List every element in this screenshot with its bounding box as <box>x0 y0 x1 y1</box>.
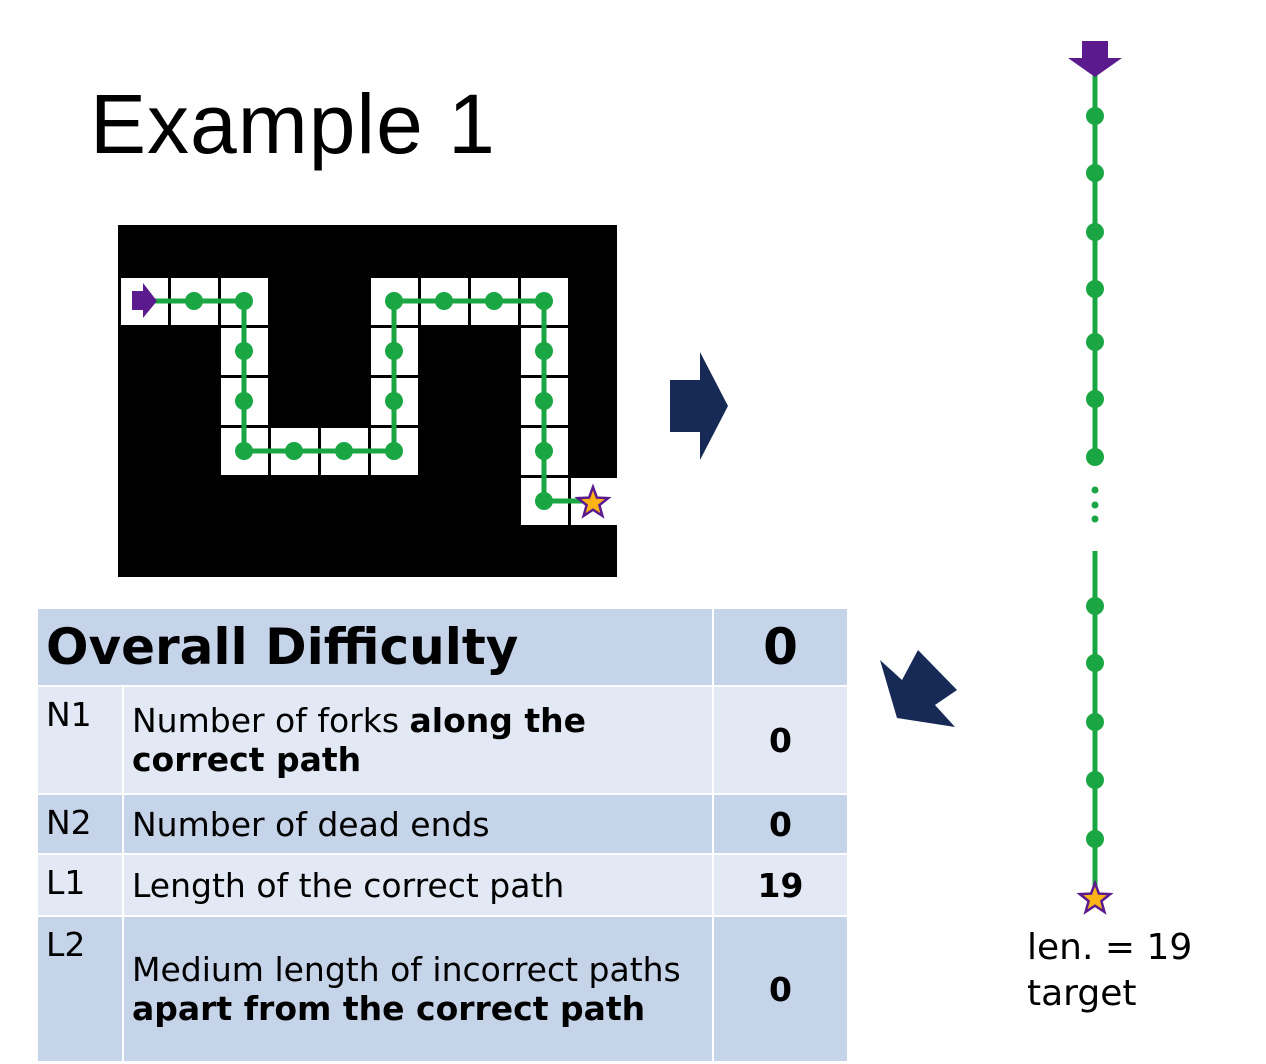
row-label: Medium length of incorrect paths apart f… <box>122 915 714 1063</box>
path-node <box>285 442 303 460</box>
path-node <box>235 292 253 310</box>
path-node <box>235 442 253 460</box>
path-node <box>185 292 203 310</box>
path-node <box>335 442 353 460</box>
path-node <box>1086 830 1104 848</box>
label-plain: Medium length of incorrect paths <box>132 950 681 989</box>
path-node <box>1086 597 1104 615</box>
label-plain: Length of the correct path <box>132 865 565 905</box>
row-code: N1 <box>36 685 124 795</box>
table-row: N2 Number of dead ends 0 <box>36 793 849 855</box>
label-bold: apart from the correct path <box>132 989 646 1028</box>
slide-title: Example 1 <box>90 77 496 171</box>
path-node <box>1086 654 1104 672</box>
table-row: L2 Medium length of incorrect paths apar… <box>36 915 849 1063</box>
path-node <box>1086 713 1104 731</box>
path-node <box>535 442 553 460</box>
row-value: 19 <box>712 853 849 917</box>
start-down-arrow-icon <box>1068 41 1122 77</box>
difficulty-table: Overall Difficulty 0 N1 Number of forks … <box>36 607 849 1063</box>
down-left-arrow-icon <box>880 650 957 727</box>
ellipsis-dot <box>1091 486 1099 494</box>
ellipsis-dot <box>1091 515 1099 523</box>
path-node <box>1086 448 1104 466</box>
path-node <box>1086 333 1104 351</box>
path-node <box>235 392 253 410</box>
path-node <box>235 342 253 360</box>
path-node <box>535 392 553 410</box>
path-node <box>385 392 403 410</box>
row-code: N2 <box>36 793 124 855</box>
row-code: L2 <box>36 915 124 1063</box>
row-label: Number of forks along the correct path <box>122 685 714 795</box>
table-header-row: Overall Difficulty 0 <box>36 607 849 687</box>
path-node <box>485 292 503 310</box>
path-node <box>1086 280 1104 298</box>
path-node <box>1086 771 1104 789</box>
row-code: L1 <box>36 853 124 917</box>
start-arrow-icon <box>132 283 157 318</box>
path-node <box>435 292 453 310</box>
maze <box>118 225 618 577</box>
path-node <box>535 492 553 510</box>
ellipsis-dot <box>1091 501 1099 509</box>
path-node <box>1086 164 1104 182</box>
row-value: 0 <box>712 915 849 1063</box>
header-value: 0 <box>712 607 849 687</box>
path-node <box>385 342 403 360</box>
path-node <box>535 342 553 360</box>
linearized-path <box>1068 41 1122 915</box>
path-node <box>385 442 403 460</box>
target-star-icon <box>574 483 612 519</box>
header-label: Overall Difficulty <box>36 607 714 687</box>
path-node <box>1086 223 1104 241</box>
row-label: Number of dead ends <box>122 793 714 855</box>
label-plain: Number of dead ends <box>132 804 490 844</box>
path-node <box>535 292 553 310</box>
row-value: 0 <box>712 793 849 855</box>
row-value: 0 <box>712 685 849 795</box>
right-arrow-icon <box>670 352 728 460</box>
path-node <box>1086 107 1104 125</box>
path-node <box>385 292 403 310</box>
table-row: N1 Number of forks along the correct pat… <box>36 685 849 795</box>
label-plain: Number of forks <box>132 701 410 740</box>
target-star-icon <box>1076 879 1114 915</box>
table-row: L1 Length of the correct path 19 <box>36 853 849 917</box>
path-length-caption: len. = 19 target <box>1027 925 1192 1017</box>
path-node <box>1086 390 1104 408</box>
target-label: target <box>1027 973 1137 1014</box>
label-bold: along the correct path <box>132 701 587 779</box>
length-label: len. = 19 <box>1027 927 1193 968</box>
row-label: Length of the correct path <box>122 853 714 917</box>
